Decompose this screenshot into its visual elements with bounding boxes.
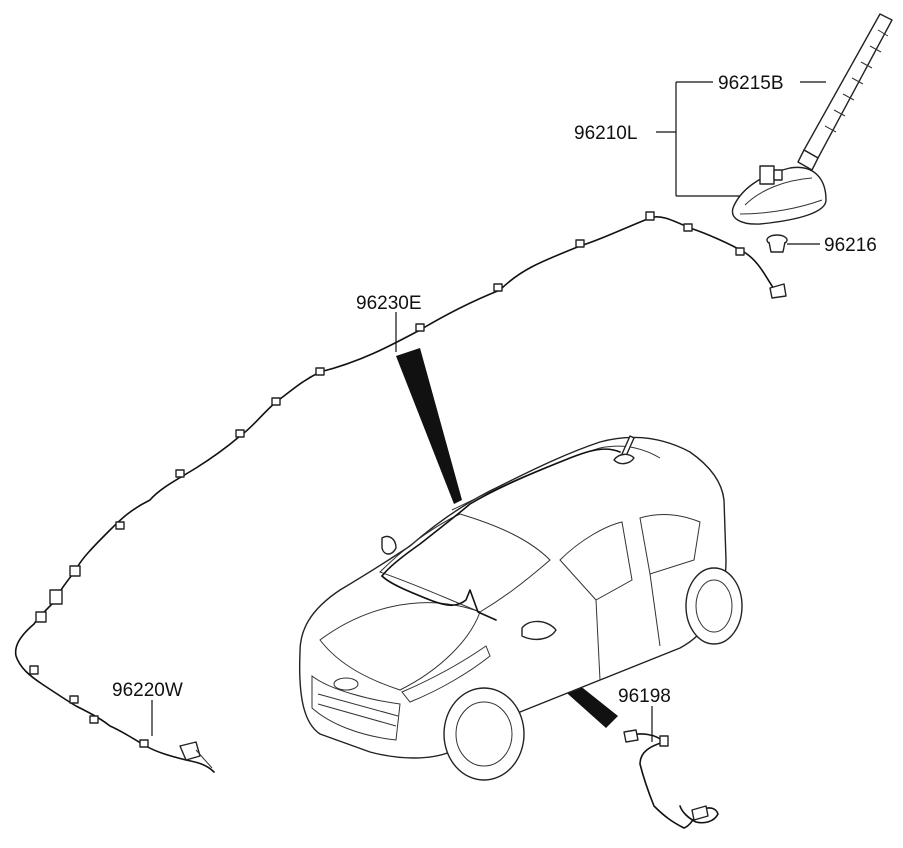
label-96215b: 96215B [718, 73, 784, 94]
label-96220w: 96220W [112, 680, 183, 701]
antenna-grommet [766, 234, 788, 253]
antenna-assembly [731, 13, 893, 253]
label-96230e: 96230E [356, 293, 422, 314]
antenna-rod [797, 13, 893, 171]
label-96210l: 96210L [574, 123, 637, 144]
cable-96198 [623, 729, 719, 829]
pointer-wedge-roof [396, 348, 462, 504]
label-96198: 96198 [618, 686, 671, 707]
antenna-base [731, 165, 827, 225]
label-96216: 96216 [824, 235, 877, 256]
leader-lines-antenna [656, 81, 826, 245]
roof-harness [14, 211, 787, 773]
car-illustration [298, 435, 743, 781]
